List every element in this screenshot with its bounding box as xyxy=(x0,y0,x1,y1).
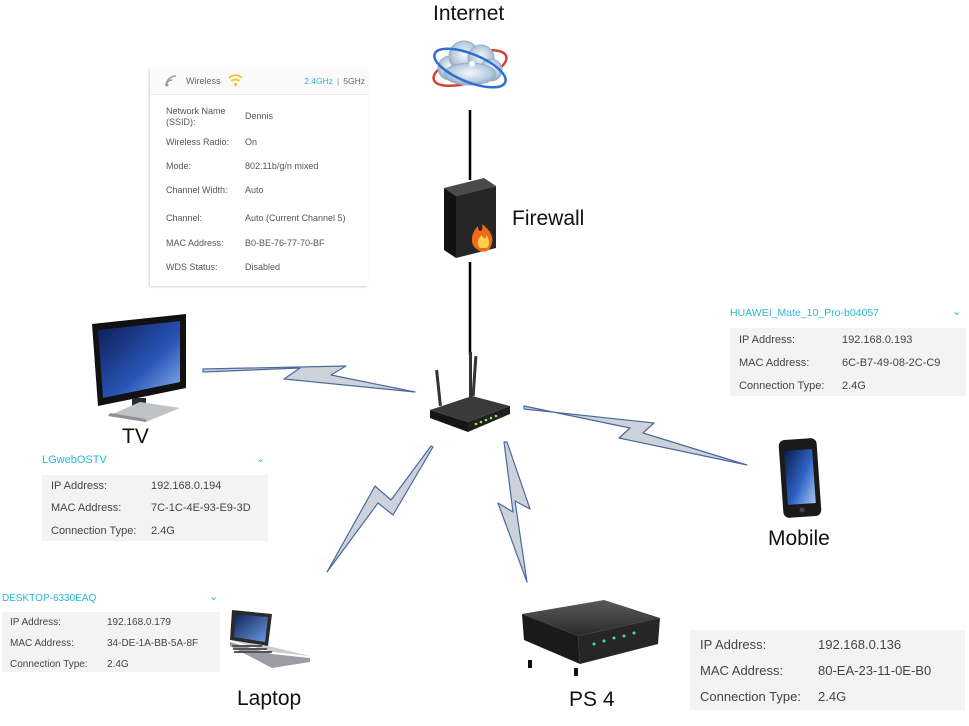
connection-type-label: Connection Type: xyxy=(51,525,137,537)
lg-device-name[interactable]: LGwebOSTV xyxy=(42,454,107,466)
wireless-row-value: B0-BE-76-77-70-BF xyxy=(245,238,325,248)
ip-value: 192.168.0.194 xyxy=(151,480,222,492)
connection-type-value: 2.4G xyxy=(818,689,847,704)
band-24ghz-tab[interactable]: 2.4GHz xyxy=(304,76,334,86)
mac-label: MAC Address: xyxy=(10,638,74,649)
wireless-panel-header: Wireless 2.4GHz|5GHz xyxy=(150,68,368,95)
mac-value: 7C-1C-4E-93-E9-3D xyxy=(151,502,251,514)
connection-type-value: 2.4G xyxy=(151,525,175,537)
band-separator: | xyxy=(337,76,340,86)
laptop-wireless-link xyxy=(326,445,434,573)
connection-type-label: Connection Type: xyxy=(739,380,825,392)
mac-value: 34-DE-1A-BB-5A-8F xyxy=(107,638,199,649)
ps4-device-card: IP Address: 192.168.0.136 MAC Address: 8… xyxy=(690,630,965,710)
wireless-panel-title: Wireless xyxy=(186,76,221,86)
wireless-row-value: Disabled xyxy=(245,262,281,272)
ps4-wireless-link xyxy=(497,441,531,583)
tv-wireless-link xyxy=(202,365,416,393)
connection-type-value: 2.4G xyxy=(842,380,866,392)
console-icon xyxy=(522,600,660,676)
connection-type-label: Connection Type: xyxy=(700,689,801,704)
signal-icon xyxy=(165,75,177,87)
firewall-label: Firewall xyxy=(512,207,585,230)
firewall-icon xyxy=(444,178,496,258)
huawei-chevron-down-icon[interactable]: ⌄ xyxy=(952,306,962,318)
desktop-chevron-down-icon[interactable]: ⌄ xyxy=(209,591,219,603)
monitor-icon xyxy=(92,314,186,422)
ps4-label: PS 4 xyxy=(569,688,615,711)
mac-label: MAC Address: xyxy=(739,357,810,369)
wireless-row-key: Network Name (SSID): xyxy=(166,106,226,127)
mac-label: MAC Address: xyxy=(700,663,784,678)
wireless-row-value: Dennis xyxy=(245,111,274,121)
mobile-label: Mobile xyxy=(768,527,830,550)
wireless-row-key: Mode: xyxy=(166,161,192,171)
mac-label: MAC Address: xyxy=(51,502,122,514)
wireless-row-value: 802.11b/g/n mixed xyxy=(245,161,319,171)
connection-type-label: Connection Type: xyxy=(10,659,88,670)
cloud-globe-icon xyxy=(432,40,508,89)
wireless-row-value: On xyxy=(245,137,258,147)
mac-value: 80-EA-23-11-0E-B0 xyxy=(818,663,932,678)
ip-label: IP Address: xyxy=(51,480,108,492)
lg-chevron-down-icon[interactable]: ⌄ xyxy=(256,453,266,465)
desktop-device-name[interactable]: DESKTOP-6330EAQ xyxy=(2,593,97,604)
band-5ghz-tab[interactable]: 5GHz xyxy=(343,76,365,86)
wifi-icon xyxy=(228,74,243,87)
lg-device-card: IP Address: 192.168.0.194 MAC Address: 7… xyxy=(42,475,268,541)
wireless-settings-panel: Wireless 2.4GHz|5GHz Network Name (SSID)… xyxy=(150,68,368,286)
mobile-wireless-link xyxy=(523,405,748,466)
ip-label: IP Address: xyxy=(739,334,796,346)
wireless-row-key: MAC Address: xyxy=(166,238,224,248)
wireless-row-key: Channel: xyxy=(166,213,203,223)
wireless-row-key: Channel Width: xyxy=(166,185,228,195)
ip-value: 192.168.0.136 xyxy=(818,637,902,652)
smartphone-icon xyxy=(778,438,822,518)
wireless-row-key: Wireless Radio: xyxy=(166,137,230,147)
ip-value: 192.168.0.179 xyxy=(107,617,171,628)
desktop-device-card: IP Address: 192.168.0.179 MAC Address: 3… xyxy=(2,612,220,672)
wireless-row-key: WDS Status: xyxy=(166,262,218,272)
wireless-row-value: Auto (Current Channel 5) xyxy=(245,213,346,223)
wireless-row-value: Auto xyxy=(245,185,264,195)
huawei-device-name[interactable]: HUAWEI_Mate_10_Pro-b04057 xyxy=(730,307,880,319)
huawei-device-card: IP Address: 192.168.0.193 MAC Address: 6… xyxy=(730,328,966,396)
mac-value: 6C-B7-49-08-2C-C9 xyxy=(842,357,941,369)
internet-label: Internet xyxy=(433,2,505,25)
band-selector: 2.4GHz|5GHz xyxy=(304,76,365,86)
laptop-icon xyxy=(230,610,310,668)
tv-label: TV xyxy=(122,425,149,448)
ip-label: IP Address: xyxy=(10,617,61,628)
ip-label: IP Address: xyxy=(700,637,767,652)
connection-type-value: 2.4G xyxy=(107,659,129,670)
wireless-router-icon xyxy=(430,352,510,432)
ip-value: 192.168.0.193 xyxy=(842,334,913,346)
laptop-label: Laptop xyxy=(237,687,302,710)
